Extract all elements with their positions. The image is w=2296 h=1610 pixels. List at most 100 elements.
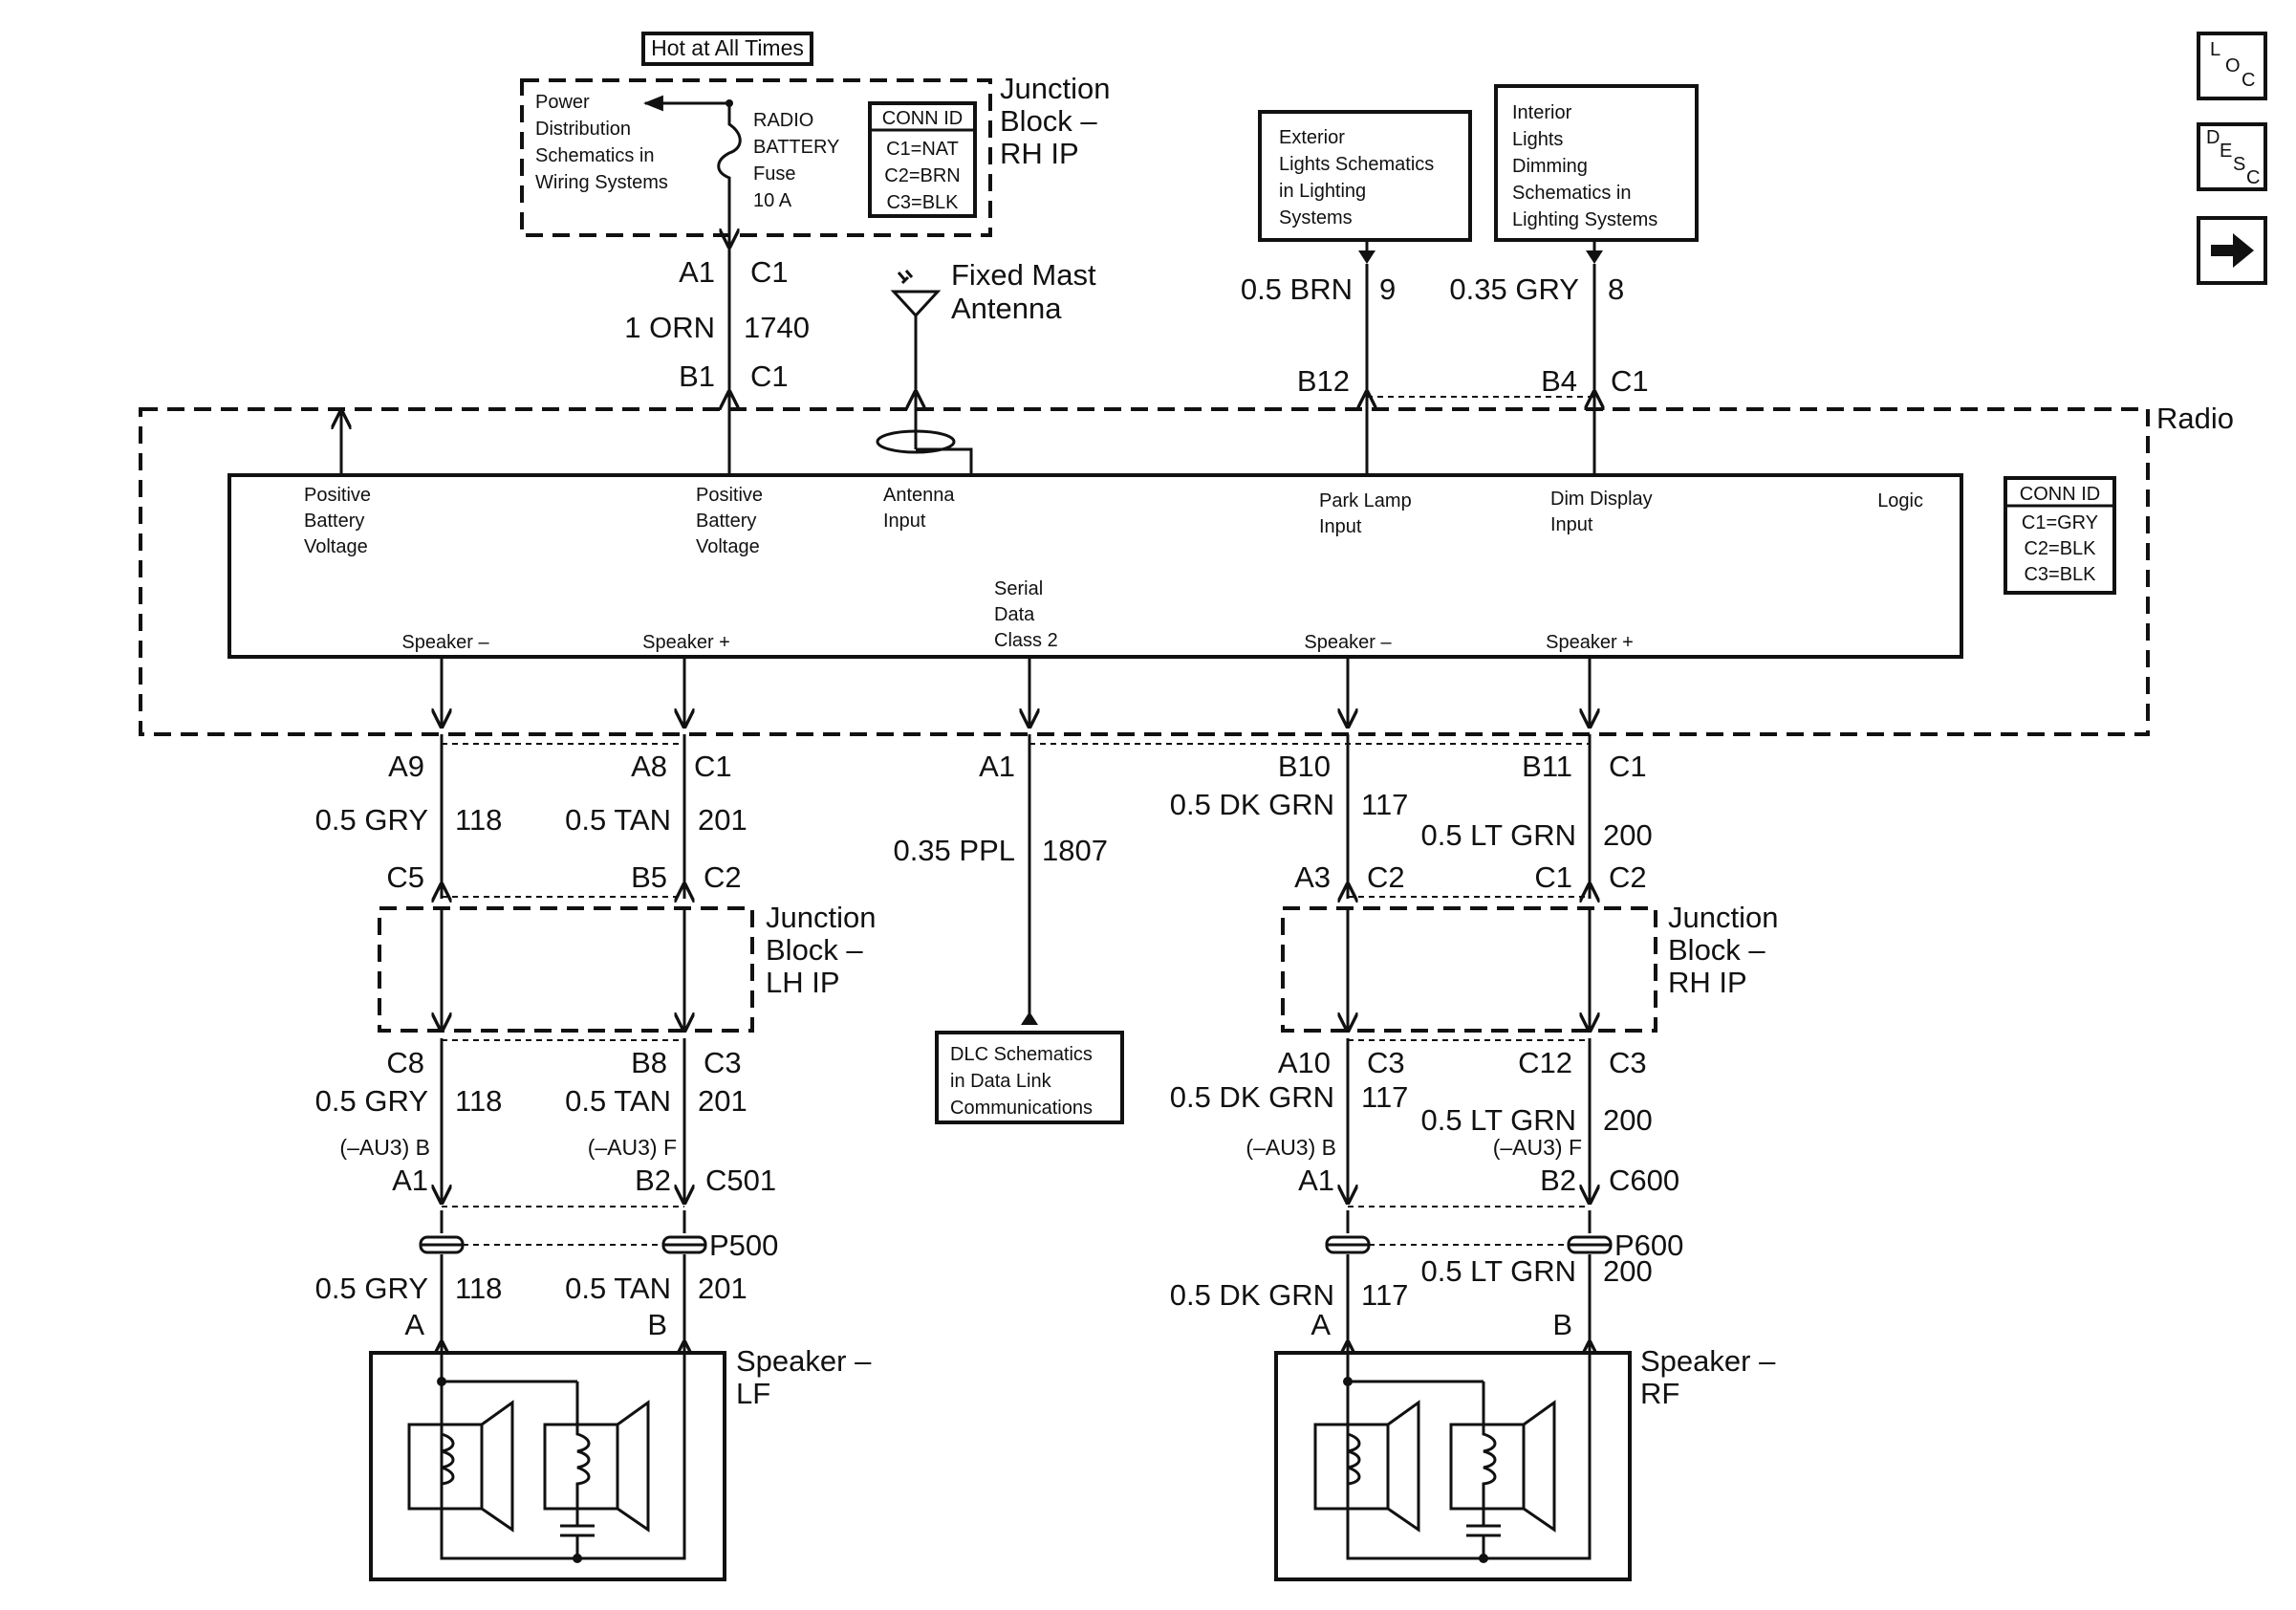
svg-text:C1=GRY: C1=GRY	[2022, 512, 2098, 533]
next-button[interactable]	[2197, 216, 2267, 285]
lf-labels: A9 A8 C1 0.5 GRY 118 0.5 TAN 201 C5 B5 C…	[315, 750, 779, 1341]
svg-text:Voltage: Voltage	[304, 536, 368, 557]
svg-text:in Data Link: in Data Link	[950, 1071, 1052, 1092]
svg-text:Positive: Positive	[696, 485, 763, 506]
interior-lights-box[interactable]: Interior Lights Dimming Schematics in Li…	[1494, 84, 1699, 242]
serial-data-label: Serial Data Class 2	[994, 578, 1058, 651]
antenna-label: Fixed Mast Antenna	[951, 258, 1096, 325]
svg-text:200: 200	[1603, 1103, 1653, 1137]
svg-text:DLC Schematics: DLC Schematics	[950, 1044, 1093, 1065]
svg-text:Input: Input	[883, 511, 926, 532]
svg-text:C3: C3	[1367, 1046, 1405, 1079]
svg-text:0.5 LT GRN: 0.5 LT GRN	[1420, 1254, 1576, 1288]
conn-p500: P500	[709, 1229, 778, 1262]
svg-text:0.5 LT GRN: 0.5 LT GRN	[1420, 1103, 1576, 1137]
loc-button[interactable]: L O C	[2197, 32, 2267, 100]
wire-0.35-ppl: 0.35 PPL	[893, 834, 1015, 867]
junction-block-rh-ip-bottom	[1281, 906, 1657, 1033]
dim-display-input-label: Dim Display Input	[1550, 489, 1653, 535]
svg-text:B2: B2	[1540, 1164, 1576, 1197]
pin-b5: B5	[631, 860, 667, 894]
conn-c2-lf: C2	[704, 860, 742, 894]
speaker-lf	[369, 1351, 726, 1581]
svg-text:S: S	[2233, 154, 2245, 175]
svg-text:O: O	[2225, 55, 2241, 76]
svg-text:Battery: Battery	[304, 511, 364, 532]
option-au3-f-rf: (–AU3) F	[1493, 1135, 1582, 1160]
hot-label-text: Hot at All Times	[651, 35, 804, 60]
svg-text:Dimming: Dimming	[1512, 156, 1588, 177]
svg-text:200: 200	[1603, 1254, 1653, 1288]
svg-text:Block –: Block –	[1668, 933, 1765, 967]
svg-text:Positive: Positive	[304, 485, 371, 506]
radio-logic-box	[227, 473, 1963, 659]
junction-block-lh-ip-label: Junction Block – LH IP	[766, 901, 876, 999]
circuit-118: 118	[455, 803, 502, 837]
svg-text:117: 117	[1361, 1080, 1408, 1114]
radio-outline	[139, 407, 2150, 736]
svg-text:Input: Input	[1319, 516, 1362, 537]
svg-text:0.5 DK GRN: 0.5 DK GRN	[1170, 1080, 1334, 1114]
svg-text:C1=NAT: C1=NAT	[886, 139, 959, 160]
circuit-1740: 1740	[744, 311, 810, 344]
svg-text:C3=BLK: C3=BLK	[886, 192, 959, 213]
svg-text:C: C	[2242, 70, 2255, 91]
svg-text:0.5 GRY: 0.5 GRY	[315, 1084, 428, 1118]
wire-0.5-brn: 0.5 BRN	[1241, 272, 1353, 306]
svg-text:Speaker –: Speaker –	[1640, 1344, 1776, 1378]
svg-text:A1: A1	[392, 1164, 428, 1197]
park-lamp-input-label: Park Lamp Input	[1319, 490, 1412, 537]
svg-text:Lights: Lights	[1512, 129, 1563, 150]
svg-text:Speaker –: Speaker –	[736, 1344, 872, 1378]
svg-text:Antenna: Antenna	[951, 292, 1062, 325]
rf-labels: B10 B11 C1 0.5 DK GRN 117 0.5 LT GRN 200…	[1170, 750, 1684, 1341]
circuit-8: 8	[1608, 272, 1624, 306]
junction-block-rh-ip-label-top: Junction Block – RH IP	[1000, 72, 1110, 170]
svg-text:RADIO: RADIO	[753, 110, 813, 131]
desc-button[interactable]: D E S C	[2197, 122, 2267, 191]
pin-b8: B8	[631, 1046, 667, 1079]
svg-text:Park Lamp: Park Lamp	[1319, 490, 1412, 511]
svg-text:Class 2: Class 2	[994, 630, 1058, 651]
svg-text:E: E	[2220, 141, 2232, 162]
option-au3-b-rf: (–AU3) B	[1245, 1135, 1336, 1160]
fuse-label: RADIO BATTERY Fuse 10 A	[753, 110, 839, 211]
conn-c600: C600	[1609, 1164, 1679, 1197]
pin-c5: C5	[386, 860, 424, 894]
connector-p600-icon	[1325, 1235, 1613, 1254]
pin-a1-top: A1	[679, 255, 715, 289]
fuse-icon	[717, 103, 742, 234]
svg-text:Fixed Mast: Fixed Mast	[951, 258, 1096, 292]
svg-text:Lighting Systems: Lighting Systems	[1512, 209, 1657, 230]
speaker-pos-rf-label: Speaker +	[1546, 632, 1634, 653]
svg-text:201: 201	[698, 1272, 747, 1305]
conn-c1-b1: C1	[750, 359, 789, 393]
dlc-schematics-box[interactable]: DLC Schematics in Data Link Communicatio…	[935, 1031, 1124, 1124]
pin-a10: A10	[1278, 1046, 1331, 1079]
pin-b11: B11	[1522, 750, 1572, 783]
svg-text:Power: Power	[535, 92, 590, 113]
svg-text:0.5 GRY: 0.5 GRY	[315, 1272, 428, 1305]
svg-text:C2=BRN: C2=BRN	[884, 165, 960, 186]
wire-0.5-tan: 0.5 TAN	[565, 803, 671, 837]
conn-c1-b4: C1	[1611, 364, 1649, 398]
svg-text:C3=BLK: C3=BLK	[2024, 564, 2096, 585]
svg-text:B2: B2	[635, 1164, 671, 1197]
pin-b10: B10	[1278, 750, 1331, 783]
junction-block-rh-ip-label-bottom: Junction Block – RH IP	[1668, 901, 1778, 999]
antenna-input-label: Antenna Input	[883, 485, 955, 532]
svg-text:Junction: Junction	[766, 901, 876, 934]
circuit-117: 117	[1361, 788, 1408, 821]
conn-c1-top: C1	[750, 255, 789, 289]
svg-text:Fuse: Fuse	[753, 163, 795, 185]
option-au3-b-lf: (–AU3) B	[339, 1135, 430, 1160]
svg-text:Input: Input	[1550, 514, 1593, 535]
arrow-right-icon	[2211, 233, 2254, 268]
svg-text:Interior: Interior	[1512, 102, 1572, 123]
exterior-lights-box[interactable]: Exterior Lights Schematics in Lighting S…	[1258, 110, 1472, 242]
svg-text:Exterior: Exterior	[1279, 127, 1345, 148]
svg-text:0.5 TAN: 0.5 TAN	[565, 1084, 671, 1118]
svg-text:Schematics in: Schematics in	[535, 145, 655, 166]
svg-text:0.5 DK GRN: 0.5 DK GRN	[1170, 1278, 1334, 1312]
